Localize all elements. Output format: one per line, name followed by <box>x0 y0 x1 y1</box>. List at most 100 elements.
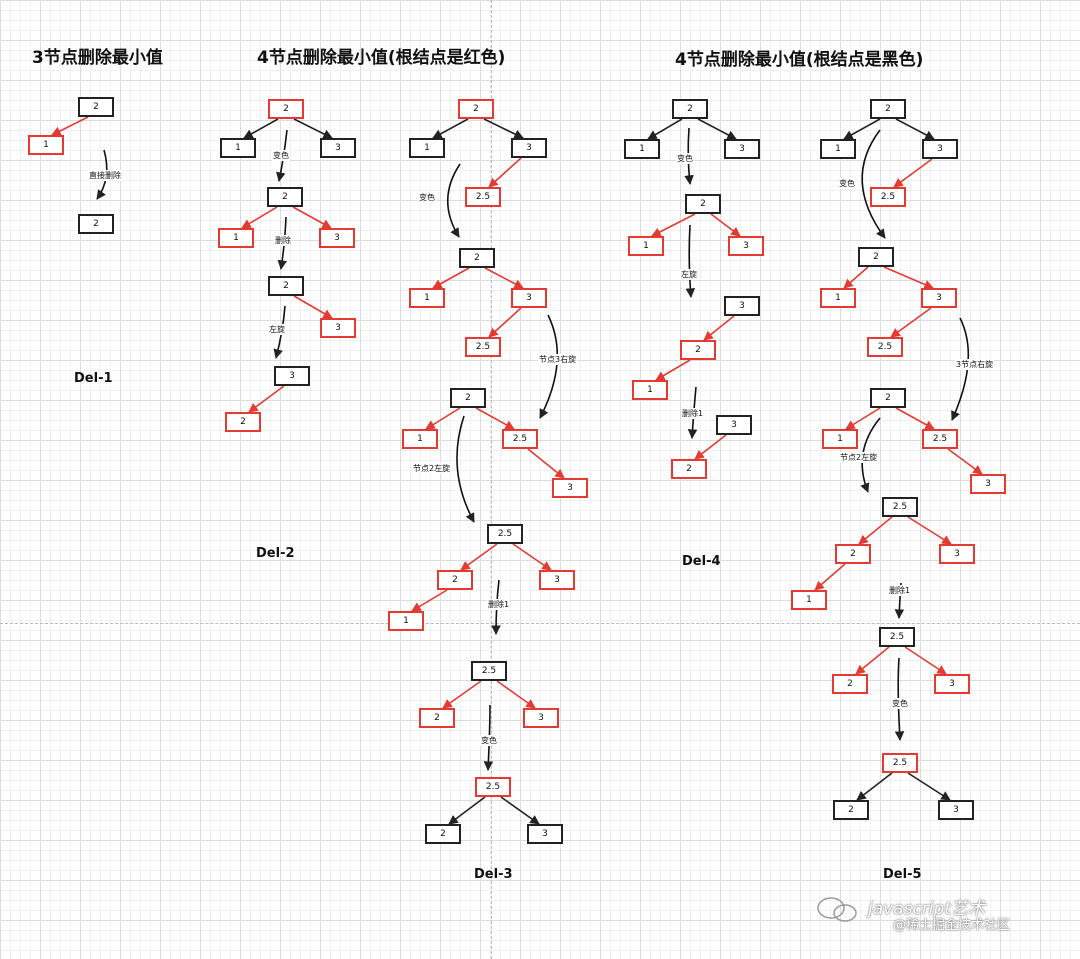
tree-edge <box>460 543 498 571</box>
step-label: 直接删除 <box>88 170 122 181</box>
tree-node-red: 2.5 <box>870 187 906 207</box>
step-label: 左旋 <box>268 324 286 335</box>
tree-node-red: 3 <box>552 478 588 498</box>
step-label: 变色 <box>891 698 909 709</box>
tree-node-red: 3 <box>539 570 575 590</box>
tree-node-red: 2.5 <box>502 429 538 449</box>
tree-node-black: 2 <box>459 248 495 268</box>
tree-edge <box>293 295 333 319</box>
tree-edge <box>500 796 540 825</box>
caption-del-1: Del-1 <box>74 371 113 386</box>
tree-edge <box>697 118 737 140</box>
tree-edge <box>243 118 279 139</box>
tree-edge <box>855 646 890 675</box>
tree-node-black: 2 <box>672 99 708 119</box>
tree-node-black: 3 <box>716 415 752 435</box>
tree-node-black: 1 <box>820 139 856 159</box>
tree-edge <box>647 118 683 140</box>
tree-edge <box>858 516 893 545</box>
tree-node-red: 3 <box>511 288 547 308</box>
tree-edge <box>512 543 552 571</box>
tree-node-red: 1 <box>820 288 856 308</box>
tree-edge <box>293 118 333 139</box>
transition-arrow <box>685 224 696 298</box>
tree-node-red: 1 <box>822 429 858 449</box>
tree-node-red: 3 <box>523 708 559 728</box>
tree-edge <box>484 267 524 289</box>
tree-node-red: 1 <box>218 228 254 248</box>
tree-edge <box>442 680 482 709</box>
tree-node-red: 1 <box>409 288 445 308</box>
tree-node-red: 2 <box>835 544 871 564</box>
tree-edge <box>527 448 565 479</box>
tree-edge <box>292 206 332 229</box>
tree-node-red: 2 <box>419 708 455 728</box>
tree-edge <box>895 118 935 140</box>
tree-edge <box>248 385 285 413</box>
tree-node-red: 3 <box>934 674 970 694</box>
step-label: 删除1 <box>487 599 511 610</box>
tree-node-red: 2.5 <box>465 187 501 207</box>
tree-edge <box>843 266 869 289</box>
tree-node-red: 2.5 <box>882 753 918 773</box>
tree-node-black: 2.5 <box>471 661 507 681</box>
tree-node-black: 3 <box>724 139 760 159</box>
step-label: 变色 <box>480 735 498 746</box>
step-label: 节点3右旋 <box>538 354 578 365</box>
step-label: 左旋 <box>680 269 698 280</box>
transition-arrow <box>539 314 559 419</box>
watermark-source: @稀土掘金技术社区 <box>893 918 1011 933</box>
tree-edge <box>432 267 470 289</box>
tree-node-black: 3 <box>938 800 974 820</box>
tree-node-red: 1 <box>28 135 64 155</box>
tree-edge <box>710 213 741 237</box>
tree-node-red: 1 <box>388 611 424 631</box>
tree-node-black: 3 <box>511 138 547 158</box>
tree-node-red: 3 <box>319 228 355 248</box>
tree-node-black: 2.5 <box>882 497 918 517</box>
tree-edge <box>411 589 448 612</box>
tree-node-red: 2.5 <box>465 337 501 357</box>
transition-arrow <box>894 657 905 741</box>
tree-edge <box>893 158 933 188</box>
tree-node-red: 3 <box>970 474 1006 494</box>
tree-node-black: 2 <box>78 214 114 234</box>
wechat-logo-icon <box>817 897 857 922</box>
transition-arrow <box>446 163 461 238</box>
caption-del-5: Del-5 <box>883 867 922 882</box>
tree-node-black: 2 <box>425 824 461 844</box>
tree-node-red: 3 <box>320 318 356 338</box>
tree-edge <box>655 359 691 381</box>
step-label: 变色 <box>676 153 694 164</box>
tree-edge <box>907 516 952 545</box>
tree-edge <box>241 206 278 229</box>
tree-node-black: 3 <box>527 824 563 844</box>
tree-node-red: 2.5 <box>475 777 511 797</box>
tree-node-black: 2 <box>870 388 906 408</box>
tree-edge <box>843 118 881 140</box>
step-label: 删除 <box>274 235 292 246</box>
tree-node-black: 3 <box>922 139 958 159</box>
tree-node-black: 1 <box>409 138 445 158</box>
transition-arrow <box>456 415 475 523</box>
tree-node-black: 2 <box>450 388 486 408</box>
tree-node-red: 3 <box>939 544 975 564</box>
tree-node-red: 1 <box>632 380 668 400</box>
tree-node-red: 2 <box>680 340 716 360</box>
tree-node-black: 3 <box>724 296 760 316</box>
tree-edge <box>890 307 932 338</box>
step-label: 变色 <box>272 150 290 161</box>
transition-arrow <box>861 129 886 239</box>
tree-node-black: 1 <box>624 139 660 159</box>
tree-edge <box>496 680 536 709</box>
tree-node-red: 2 <box>671 459 707 479</box>
tree-node-black: 2 <box>870 99 906 119</box>
title-4-node-delete-min-black-root: 4节点删除最小值(根结点是黑色) <box>675 50 924 70</box>
horizontal-guide-line <box>0 623 1080 624</box>
tree-node-red: 2 <box>225 412 261 432</box>
caption-del-3: Del-3 <box>474 867 513 882</box>
caption-del-2: Del-2 <box>256 546 295 561</box>
tree-node-black: 2 <box>833 800 869 820</box>
tree-edge <box>883 266 934 290</box>
